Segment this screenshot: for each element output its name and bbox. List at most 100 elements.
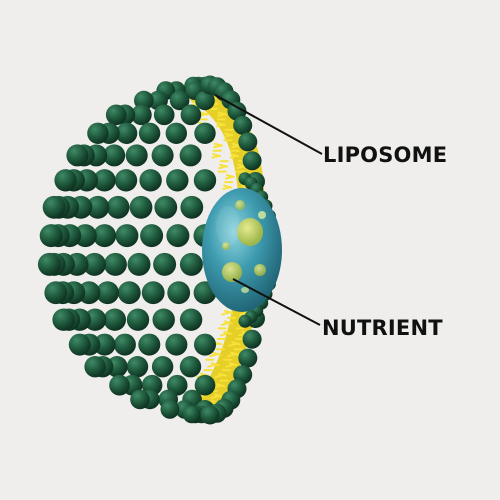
lipid-tail-stroke xyxy=(210,395,220,400)
phospholipid-head-sphere xyxy=(153,104,175,126)
lipid-tail-stroke xyxy=(236,165,246,170)
lipid-tail-stroke xyxy=(224,175,234,180)
lipid-tail-stroke xyxy=(207,363,217,368)
phospholipid-head-sphere xyxy=(129,195,153,219)
phospholipid-head-sphere xyxy=(166,169,189,192)
phospholipid-head-sphere xyxy=(165,122,187,144)
lipid-tail-stroke xyxy=(231,144,241,149)
phospholipid-head-sphere xyxy=(167,281,191,305)
phospholipid-head-sphere xyxy=(115,122,138,144)
phospholipid-head-sphere xyxy=(105,104,127,126)
phospholipid-head-sphere xyxy=(87,122,109,144)
phospholipid-head-sphere xyxy=(160,400,180,419)
phospholipid-head-sphere xyxy=(151,144,174,167)
lipid-tail-stroke xyxy=(228,342,238,347)
phospholipid-rim-sphere xyxy=(233,115,253,135)
lipid-tail-stroke xyxy=(223,133,233,138)
lipid-tail-stroke xyxy=(213,144,223,149)
phospholipid-head-sphere xyxy=(152,308,175,331)
phospholipid-rim-sphere xyxy=(238,348,258,368)
liposome-label: LIPOSOME xyxy=(323,143,448,167)
phospholipid-head-sphere xyxy=(103,144,126,167)
phospholipid-head-sphere xyxy=(130,389,150,410)
phospholipid-head-sphere xyxy=(131,104,152,126)
phospholipid-head-sphere xyxy=(166,224,190,248)
lipid-tail-stroke xyxy=(221,311,231,316)
phospholipid-head-sphere xyxy=(182,405,201,424)
phospholipid-head-sphere xyxy=(195,90,215,111)
phospholipid-head-sphere xyxy=(54,169,77,192)
nutrient-label: NUTRIENT xyxy=(322,316,443,340)
phospholipid-head-sphere xyxy=(180,104,202,126)
lipid-tail-stroke xyxy=(229,154,239,159)
phospholipid-head-sphere xyxy=(103,252,127,276)
phospholipid-head-sphere xyxy=(153,252,177,276)
phospholipid-head-sphere xyxy=(83,252,106,276)
phospholipid-head-sphere xyxy=(139,169,162,192)
lipid-tail-stroke xyxy=(199,112,209,117)
phospholipid-head-sphere xyxy=(141,281,165,305)
phospholipid-head-sphere xyxy=(180,195,204,219)
phospholipid-head-sphere xyxy=(194,333,216,356)
phospholipid-rim-sphere xyxy=(242,151,262,171)
phospholipid-head-sphere xyxy=(154,195,178,219)
lipid-tail-stroke xyxy=(226,353,236,358)
phospholipid-head-sphere xyxy=(86,195,110,219)
phospholipid-head-sphere xyxy=(68,333,91,356)
lipid-tail-stroke xyxy=(222,186,232,191)
phospholipid-head-sphere xyxy=(93,333,116,356)
phospholipid-head-sphere xyxy=(84,356,106,378)
lipid-tail-stroke xyxy=(225,363,235,368)
phospholipid-head-sphere xyxy=(114,169,138,192)
phospholipid-head-sphere xyxy=(52,308,75,331)
phospholipid-head-sphere xyxy=(166,374,188,396)
phospholipid-head-sphere xyxy=(44,281,68,305)
phospholipid-head-sphere xyxy=(115,224,139,248)
phospholipid-head-sphere xyxy=(193,169,217,192)
phospholipid-head-sphere xyxy=(96,281,119,305)
lipid-tail-stroke xyxy=(220,321,230,326)
phospholipid-head-sphere xyxy=(179,308,203,331)
phospholipid-head-sphere xyxy=(151,356,174,378)
lipid-tail-stroke xyxy=(214,374,224,379)
phospholipid-head-sphere xyxy=(194,374,216,396)
phospholipid-head-sphere xyxy=(138,333,161,356)
phospholipid-head-sphere xyxy=(126,308,150,331)
phospholipid-head-sphere xyxy=(113,333,136,356)
phospholipid-head-sphere xyxy=(93,224,117,248)
phospholipid-head-sphere xyxy=(138,122,161,144)
phospholipid-rim-sphere xyxy=(200,405,220,425)
lipid-tail-stroke xyxy=(215,123,225,128)
lipid-tail-stroke xyxy=(217,112,227,117)
phospholipid-head-sphere xyxy=(126,356,149,378)
phospholipid-head-sphere xyxy=(109,374,130,396)
phospholipid-head-sphere xyxy=(83,308,107,331)
nutrient-core xyxy=(202,188,282,312)
phospholipid-head-sphere xyxy=(169,90,190,111)
phospholipid-head-sphere xyxy=(103,308,127,331)
phospholipid-rim-sphere xyxy=(238,132,258,152)
phospholipid-head-sphere xyxy=(179,252,203,276)
phospholipid-head-sphere xyxy=(125,144,148,167)
lipid-tail-stroke xyxy=(239,311,249,316)
phospholipid-head-sphere xyxy=(179,356,202,378)
phospholipid-head-sphere xyxy=(127,252,151,276)
lipid-tail-stroke xyxy=(208,353,218,358)
nutrient-leader-line xyxy=(232,278,321,326)
lipid-tail-stroke xyxy=(220,332,230,337)
phospholipid-rim-sphere xyxy=(242,329,262,349)
phospholipid-head-sphere xyxy=(165,333,188,356)
liposome-leader-line xyxy=(214,94,323,155)
phospholipid-head-sphere xyxy=(179,144,202,167)
phospholipid-head-sphere xyxy=(93,169,116,192)
phospholipid-head-sphere xyxy=(117,281,141,305)
phospholipid-head-sphere xyxy=(140,224,164,248)
phospholipid-head-sphere xyxy=(42,195,66,219)
phospholipid-head-sphere xyxy=(66,144,89,167)
phospholipid-head-sphere xyxy=(106,195,130,219)
phospholipid-inner-sphere xyxy=(238,314,252,328)
phospholipid-head-sphere xyxy=(39,224,63,248)
phospholipid-head-sphere xyxy=(37,252,61,276)
